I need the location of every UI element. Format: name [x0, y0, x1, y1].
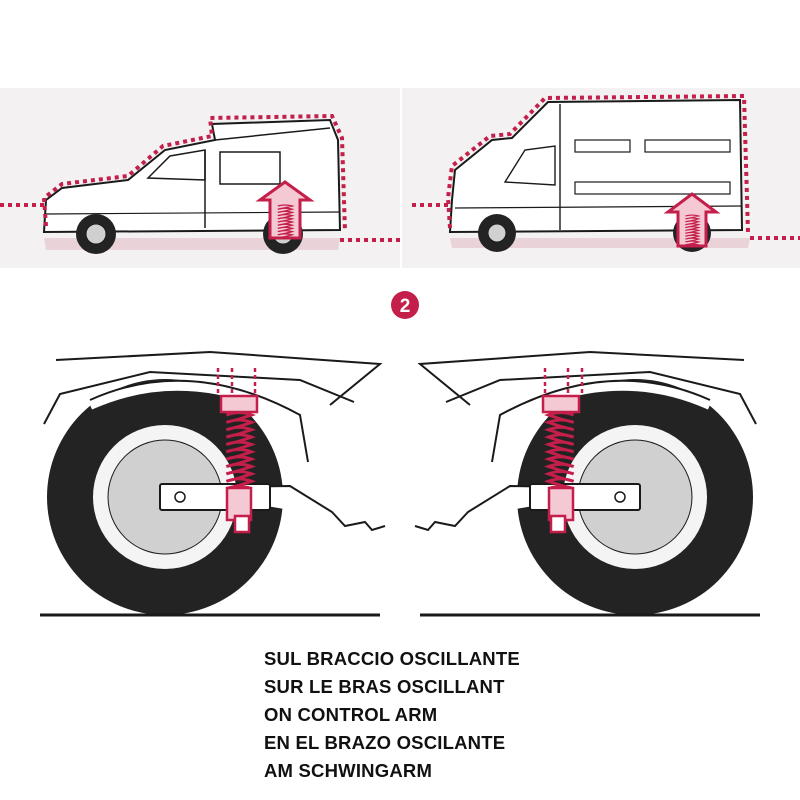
caption-list: SUL BRACCIO OSCILLANTE SUR LE BRAS OSCIL…	[264, 645, 520, 785]
right-suspension-detail	[414, 350, 760, 617]
step-number: 2	[400, 296, 411, 317]
large-van-illustration	[402, 88, 800, 268]
left-suspension-detail	[40, 350, 386, 617]
step-number-badge: 2	[391, 291, 419, 319]
caption-french: SUR LE BRAS OSCILLANT	[264, 676, 505, 697]
small-van-illustration	[0, 88, 400, 268]
caption-spanish: EN EL BRAZO OSCILANTE	[264, 732, 506, 753]
caption-german: AM SCHWINGARM	[264, 760, 433, 781]
caption-english: ON CONTROL ARM	[264, 704, 438, 725]
lift-arrow-icon	[255, 180, 315, 240]
caption-italian: SUL BRACCIO OSCILLANTE	[264, 648, 520, 669]
lift-arrow-icon	[663, 192, 721, 248]
